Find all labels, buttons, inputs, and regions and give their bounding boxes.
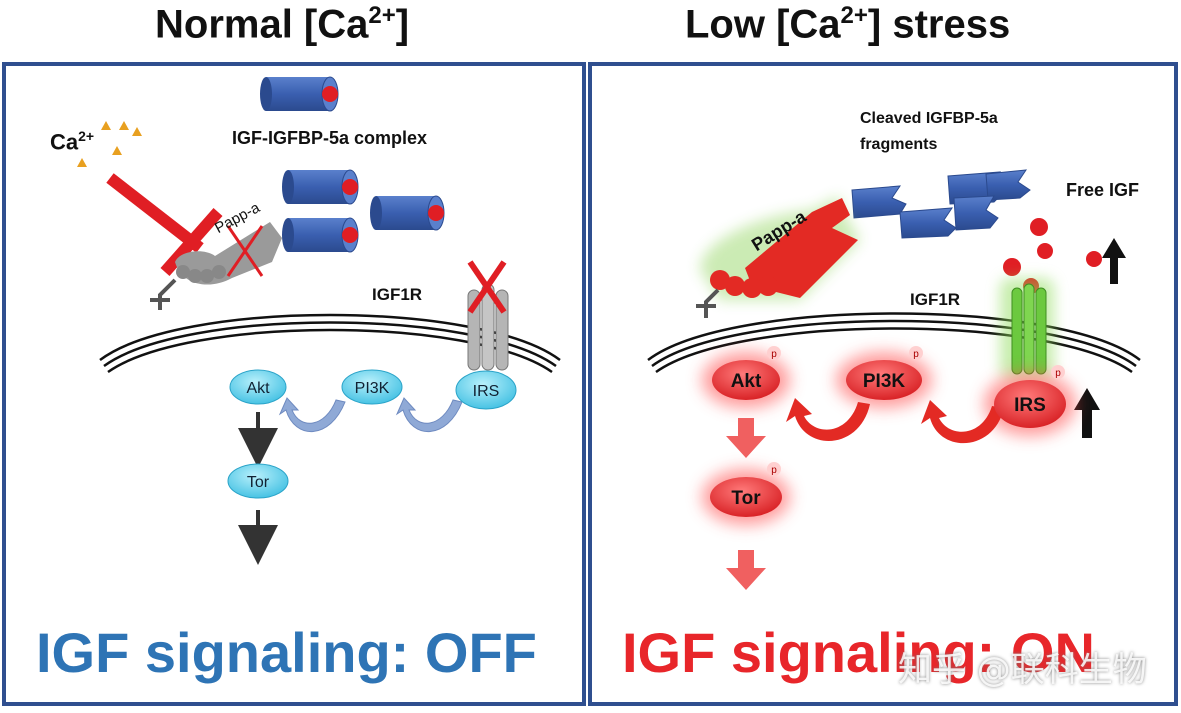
svg-text:p: p <box>771 465 777 476</box>
igf1r-label-left: IGF1R <box>372 285 423 304</box>
svg-text:p: p <box>913 349 919 360</box>
left-panel <box>2 62 586 706</box>
igf1r-receptor-active-icon <box>1000 278 1054 378</box>
svg-text:IRS: IRS <box>1014 395 1046 416</box>
free-igf-label: Free IGF <box>1066 180 1140 200</box>
signaling-on-status: IGF signaling: ON <box>622 621 1095 684</box>
pathway-arrows-right <box>786 398 1004 444</box>
irs-node-left: IRS <box>455 370 517 410</box>
cell-membrane-left <box>99 313 561 374</box>
svg-text:PI3K: PI3K <box>355 380 390 397</box>
calcium-label: Ca2+ <box>50 128 95 155</box>
igf1r-label-right: IGF1R <box>910 290 961 309</box>
tor-node-right: Tor p <box>710 462 782 517</box>
svg-text:Akt: Akt <box>731 371 762 392</box>
left-title: Normal [Ca2+] <box>155 2 410 47</box>
svg-text:p: p <box>1055 368 1061 379</box>
signaling-off-status: IGF signaling: OFF <box>36 621 537 684</box>
cleaved-igfbp-fragments-icon <box>851 169 1031 239</box>
papp-a-active-icon <box>700 196 860 300</box>
pathway-arrows-left <box>278 397 463 433</box>
pi3k-node-right: PI3K p <box>846 346 923 400</box>
svg-text:Tor: Tor <box>247 474 270 491</box>
akt-node-right: Akt p <box>712 346 781 400</box>
akt-node-left: Akt <box>229 369 287 405</box>
increase-arrow-icons <box>1074 238 1126 438</box>
svg-text:Tor: Tor <box>731 488 761 509</box>
svg-text:PI3K: PI3K <box>863 371 906 392</box>
svg-text:IRS: IRS <box>473 383 500 400</box>
pi3k-node-left: PI3K <box>341 369 403 405</box>
free-igf-icons <box>1003 218 1102 294</box>
igf-igfbp-complex-icon <box>260 76 445 253</box>
papp-a-inactive-icon <box>175 222 282 285</box>
membrane-anchor-icon <box>150 278 177 310</box>
fragments-label: Cleaved IGFBP-5a fragments <box>860 110 998 153</box>
svg-text:Akt: Akt <box>246 380 270 397</box>
right-panel <box>588 62 1178 706</box>
membrane-anchor-icon-right <box>696 288 720 318</box>
svg-text:p: p <box>771 349 777 360</box>
igf1r-receptor-inactive-icon <box>467 260 509 371</box>
calcium-inhibition-icon <box>106 173 223 276</box>
downstream-arrows-right <box>726 418 766 590</box>
tor-node-left: Tor <box>227 463 289 499</box>
complex-label: IGF-IGFBP-5a complex <box>232 128 428 148</box>
cell-membrane-right <box>647 312 1141 374</box>
watermark: 知乎 @联科生物 <box>898 650 1147 690</box>
calcium-ion-icons <box>77 121 142 167</box>
right-title: Low [Ca2+] stress <box>685 2 1011 47</box>
irs-node-right: IRS p <box>994 365 1066 428</box>
